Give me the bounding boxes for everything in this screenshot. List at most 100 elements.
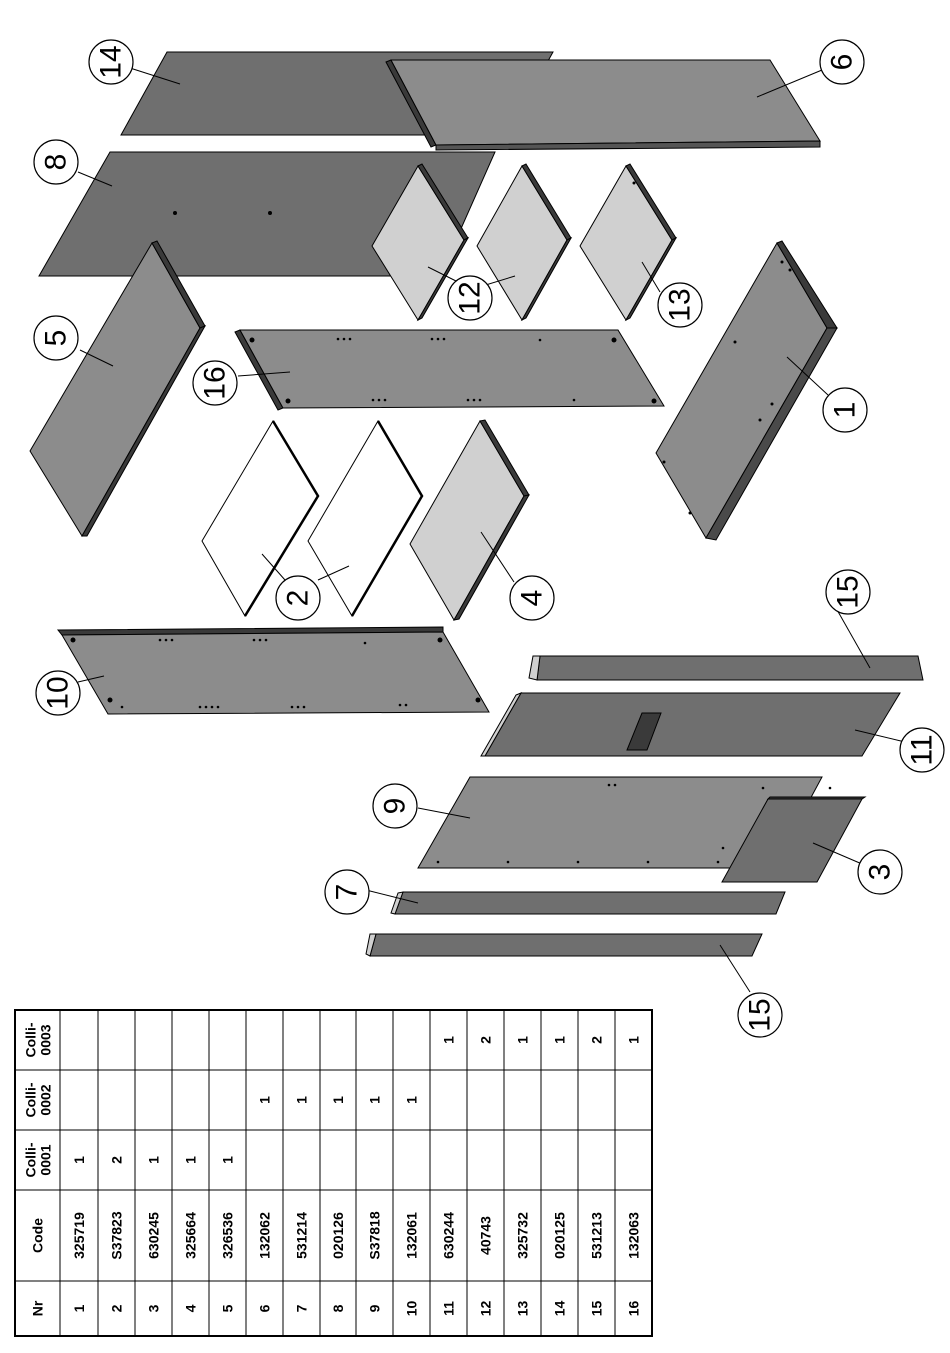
- panels: [30, 52, 923, 956]
- callout-number: 7: [331, 884, 364, 901]
- callout-number: 1: [829, 402, 862, 419]
- table-cell-colli-0003: 1: [441, 1036, 457, 1044]
- callout-13: 13: [658, 283, 702, 327]
- callout-16: 16: [193, 361, 237, 405]
- panel-part-4: [410, 421, 524, 620]
- table-cell-code: 325664: [183, 1212, 199, 1259]
- table-cell-code: 132061: [404, 1212, 420, 1259]
- callout-6: 6: [820, 40, 864, 84]
- callout-number: 14: [95, 45, 128, 78]
- table-cell-colli-0003: 1: [626, 1036, 642, 1044]
- table-header-colli-0001: Colli-0001: [23, 1142, 54, 1177]
- table-header-colli-0002: Colli-0002: [23, 1082, 54, 1117]
- table-header-colli-0003: Colli-0003: [23, 1022, 54, 1057]
- table-cell-nr: 2: [109, 1304, 125, 1312]
- callout-15: 15: [826, 570, 870, 614]
- callout-11: 11: [900, 728, 944, 772]
- table-cell-colli-0001: 1: [183, 1156, 199, 1164]
- callout-number: 6: [826, 54, 859, 71]
- table-cell-nr: 15: [589, 1301, 605, 1317]
- table-cell-code: 020125: [552, 1212, 568, 1259]
- table-cell-colli-0002: 1: [367, 1096, 383, 1104]
- callout-number: 12: [454, 281, 487, 314]
- callout-4: 4: [510, 576, 554, 620]
- table-cell-code: 630245: [146, 1212, 162, 1259]
- table-header-nr: Nr: [30, 1300, 46, 1316]
- callout-number: 15: [744, 998, 777, 1031]
- callout-number: 10: [42, 676, 75, 709]
- table-cell-nr: 9: [367, 1304, 383, 1312]
- table-cell-nr: 1: [71, 1304, 87, 1312]
- table-cell-colli-0003: 1: [515, 1036, 531, 1044]
- callout-9: 9: [373, 784, 417, 828]
- table-cell-colli-0002: 1: [257, 1096, 273, 1104]
- table-header-colli-0003-line: Colli-: [23, 1022, 39, 1057]
- table-cell-nr: 6: [257, 1304, 273, 1312]
- table-header-colli-0003-line: 0003: [38, 1024, 54, 1055]
- panel-part-7: [395, 892, 785, 914]
- table-cell-code: 325732: [515, 1212, 531, 1259]
- table-cell-code: 020126: [330, 1212, 346, 1259]
- callout-10: 10: [36, 671, 80, 715]
- table-cell-colli-0002: 1: [330, 1096, 346, 1104]
- callout-5: 5: [34, 316, 78, 360]
- table-cell-nr: 14: [552, 1301, 568, 1317]
- callout-12: 12: [448, 276, 492, 320]
- callout-number: 16: [199, 366, 232, 399]
- callout-number: 11: [906, 734, 939, 765]
- callout-number: 3: [864, 864, 897, 881]
- table-cell-colli-0002: 1: [404, 1096, 420, 1104]
- table-header-code: Code: [30, 1218, 46, 1253]
- table-header-colli-0001-line: Colli-: [23, 1142, 39, 1177]
- callout-number: 15: [832, 575, 865, 608]
- table-cell-code: 630244: [441, 1212, 457, 1259]
- table-cell-colli-0001: 1: [71, 1156, 87, 1164]
- table-grid: [15, 1010, 652, 1336]
- callout-7: 7: [325, 870, 369, 914]
- panel-part-8-hole: [173, 211, 177, 215]
- table-cell-colli-0001: 1: [146, 1156, 162, 1164]
- callout-number: 8: [40, 154, 73, 171]
- table-cell-code: 132063: [626, 1212, 642, 1259]
- table-cell-nr: 12: [478, 1301, 494, 1317]
- callout-number: 9: [379, 798, 412, 815]
- panel-part-3-edge: [768, 797, 865, 799]
- panel-part-16: [240, 330, 664, 408]
- table-cell-colli-0001: 1: [220, 1156, 236, 1164]
- panel-part-8-hole: [268, 211, 272, 215]
- table-cell-nr: 5: [220, 1304, 236, 1312]
- table-cell-nr: 16: [626, 1301, 642, 1317]
- table-cell-nr: 11: [441, 1301, 457, 1316]
- table-cell-nr: 8: [330, 1304, 346, 1312]
- table-cell-nr: 3: [146, 1304, 162, 1312]
- table-cell-code: 531214: [294, 1212, 310, 1259]
- table-cell-nr: 4: [183, 1304, 199, 1312]
- table-cell-code: 40743: [478, 1216, 494, 1255]
- table-header-colli-0002-line: 0002: [38, 1084, 54, 1115]
- panel-part-6: [391, 60, 820, 145]
- table-cell-code: S37818: [367, 1211, 383, 1259]
- callout-number: 4: [516, 590, 549, 607]
- table-cell-code: S37823: [109, 1211, 125, 1259]
- panel-part-13: [580, 166, 672, 320]
- table-cell-code: 325719: [71, 1212, 87, 1259]
- table-cell-nr: 10: [404, 1301, 420, 1317]
- panel-part-13-hole: [633, 182, 636, 185]
- panel-part-11: [485, 693, 900, 756]
- callout-number: 13: [664, 288, 697, 321]
- table-cell-colli-0003: 2: [589, 1036, 605, 1044]
- panel-part-2-b: [308, 421, 422, 616]
- callout-2: 2: [276, 576, 320, 620]
- table-cell-code: 531213: [589, 1212, 605, 1259]
- table-header-colli-0001-line: 0001: [38, 1144, 54, 1175]
- callout-3: 3: [858, 850, 902, 894]
- table-cell-nr: 7: [294, 1304, 310, 1312]
- callout-1: 1: [823, 388, 867, 432]
- callout-number: 2: [282, 590, 315, 607]
- panel-part-15-bottom: [370, 934, 762, 956]
- table-cell-code: 132062: [257, 1212, 273, 1259]
- table-cell-nr: 13: [515, 1301, 531, 1317]
- table-cell-colli-0002: 1: [294, 1096, 310, 1104]
- table-cell-colli-0001: 2: [109, 1156, 125, 1164]
- panel-part-5: [30, 243, 200, 536]
